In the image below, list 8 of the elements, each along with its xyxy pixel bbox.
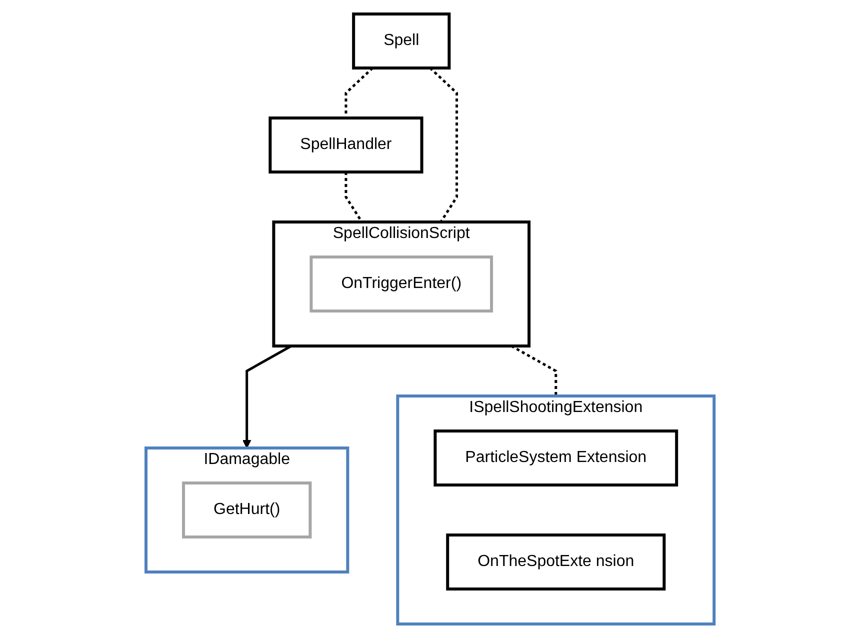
node-box: SpellHandler <box>269 116 424 173</box>
node-box: ParticleSystem Extension <box>434 429 679 486</box>
node-box: GetHurt() <box>182 481 312 538</box>
node-box: OnTriggerEnter() <box>310 255 494 312</box>
node-box: Spell <box>352 12 452 69</box>
connector <box>430 66 458 222</box>
connector <box>345 172 364 222</box>
node-box: OnTheSpotExte nsion <box>446 533 666 590</box>
